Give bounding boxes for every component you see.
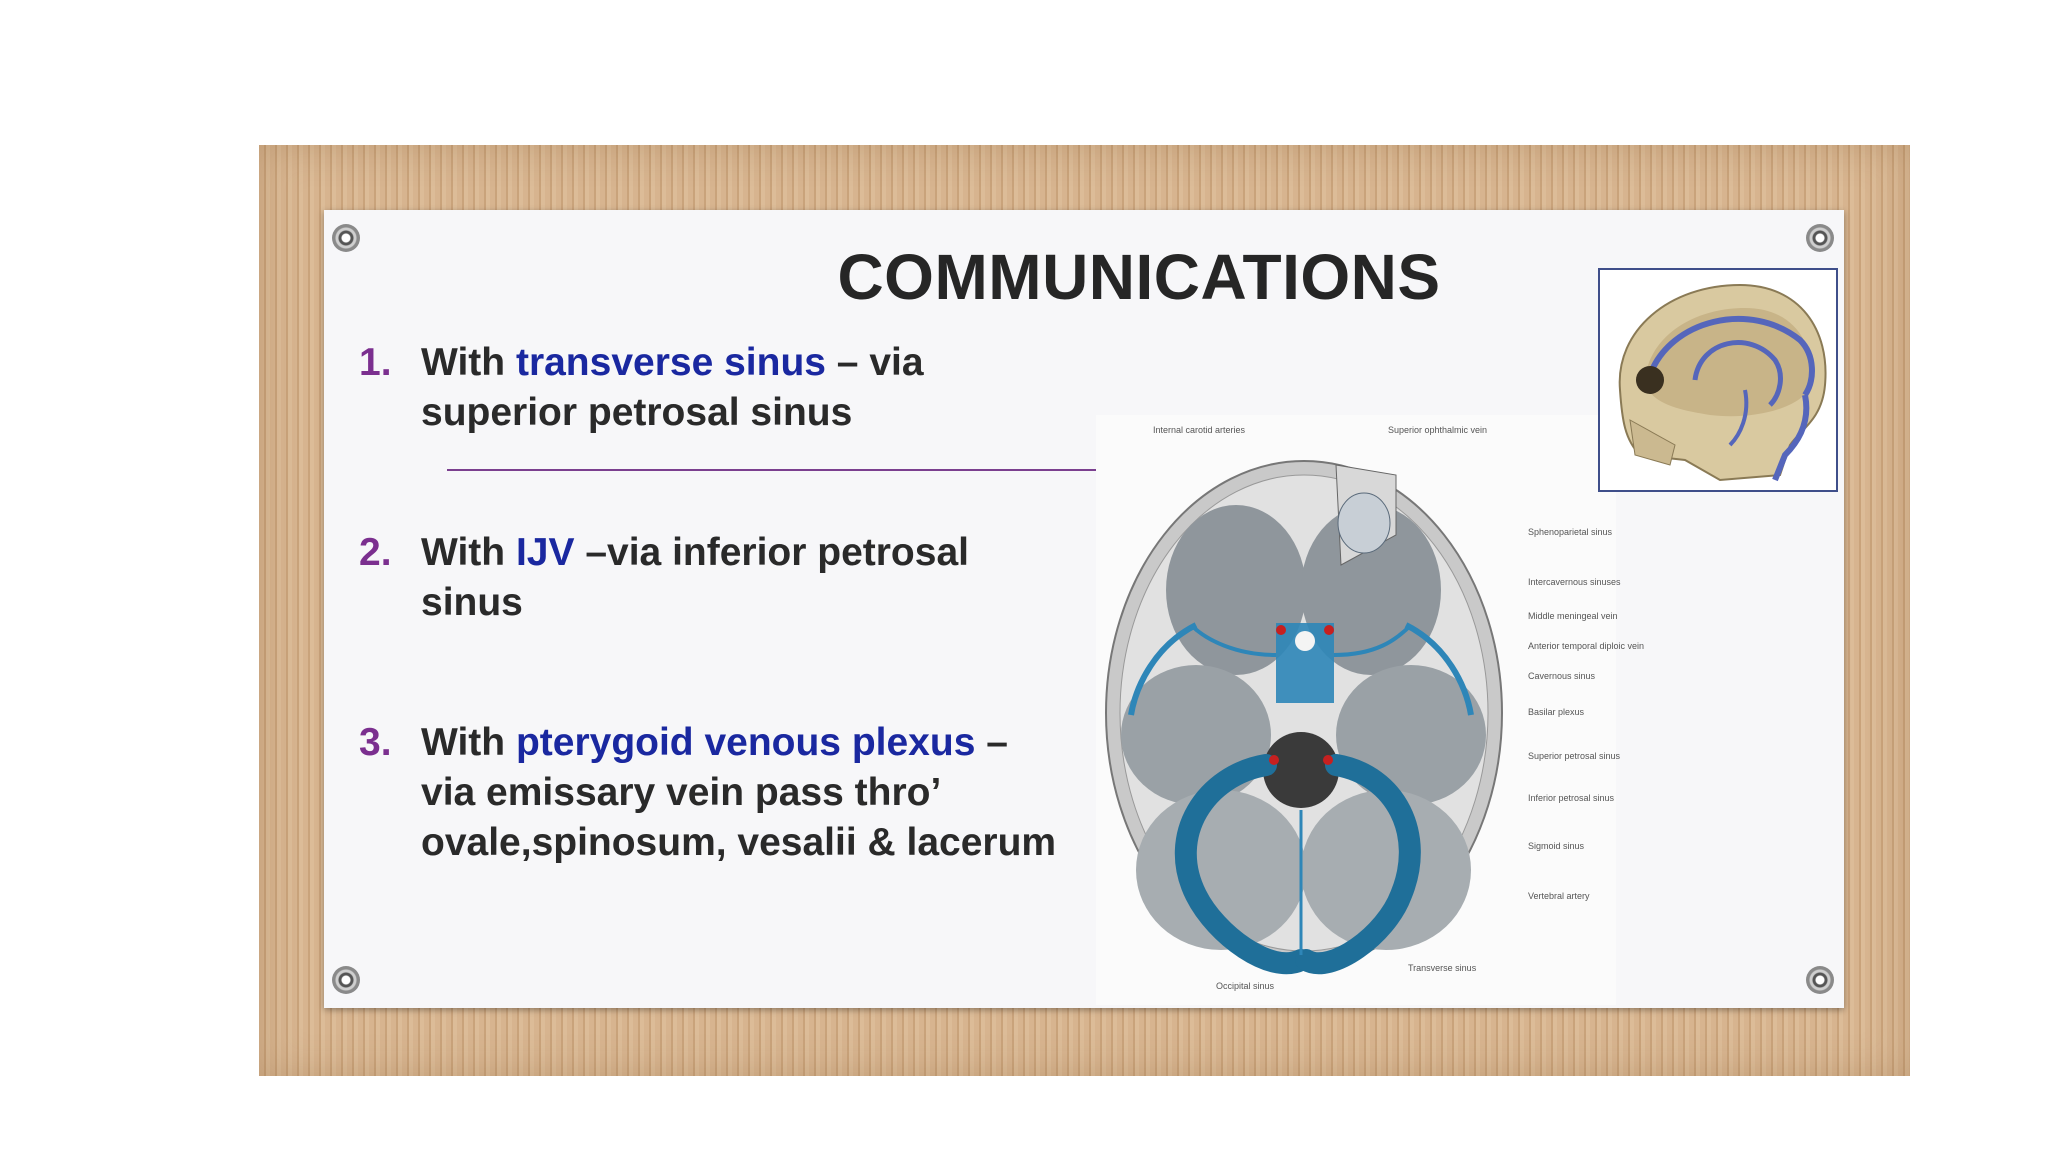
figure-label: Transverse sinus bbox=[1408, 963, 1477, 973]
figure-label: Internal carotid arteries bbox=[1153, 425, 1246, 435]
figure-label: Vertebral artery bbox=[1528, 891, 1590, 901]
item-prefix: With bbox=[421, 341, 516, 384]
figure-label: Cavernous sinus bbox=[1528, 671, 1596, 681]
skull-base-drawing bbox=[1105, 460, 1503, 975]
figure-label: Intercavernous sinuses bbox=[1528, 577, 1621, 587]
slide-card: COMMUNICATIONS 1. With transverse sinus … bbox=[324, 210, 1844, 1008]
item-suffix: –via inferior petrosal sinus bbox=[421, 531, 969, 624]
item-text: With IJV –via inferior petrosal sinus bbox=[421, 528, 1061, 628]
grommet-icon bbox=[1806, 224, 1834, 252]
lateral-skull-drawing bbox=[1618, 283, 1827, 482]
grommet-icon bbox=[1806, 966, 1834, 994]
figure-label: Basilar plexus bbox=[1528, 707, 1585, 717]
figure-label: Occipital sinus bbox=[1216, 981, 1275, 991]
figure-label: Sphenoparietal sinus bbox=[1528, 527, 1613, 537]
slide-title: COMMUNICATIONS bbox=[837, 241, 1441, 313]
figure-label: Superior petrosal sinus bbox=[1528, 751, 1621, 761]
grommet-icon bbox=[332, 224, 360, 252]
item-suffix: – via emissary vein pass thro’ ovale,spi… bbox=[421, 721, 1057, 864]
figure-label: Anterior temporal diploic vein bbox=[1528, 641, 1645, 651]
item-prefix: With bbox=[421, 531, 516, 574]
grommet-icon bbox=[332, 966, 360, 994]
figure-label: Middle meningeal vein bbox=[1528, 611, 1618, 621]
divider-line bbox=[447, 469, 1097, 471]
lateral-skull-inset bbox=[1598, 268, 1838, 492]
item-text: With transverse sinus – via superior pet… bbox=[421, 338, 1061, 438]
item-number: 3. bbox=[359, 721, 392, 764]
item-highlight: transverse sinus bbox=[515, 341, 826, 384]
item-number: 1. bbox=[359, 341, 392, 384]
item-highlight: IJV bbox=[515, 531, 575, 574]
figure-label: Superior ophthalmic vein bbox=[1388, 425, 1488, 435]
item-number: 2. bbox=[359, 531, 392, 574]
figure-label: Inferior petrosal sinus bbox=[1528, 793, 1615, 803]
item-prefix: With bbox=[421, 721, 516, 764]
item-suffix: – via superior petrosal sinus bbox=[421, 341, 924, 434]
figure-label: Sigmoid sinus bbox=[1528, 841, 1585, 851]
skull-base-illustration: Internal carotid arteries Superior ophth… bbox=[1096, 415, 1644, 1005]
item-highlight: pterygoid venous plexus bbox=[515, 721, 976, 764]
item-text: With pterygoid venous plexus – via emiss… bbox=[421, 718, 1061, 868]
